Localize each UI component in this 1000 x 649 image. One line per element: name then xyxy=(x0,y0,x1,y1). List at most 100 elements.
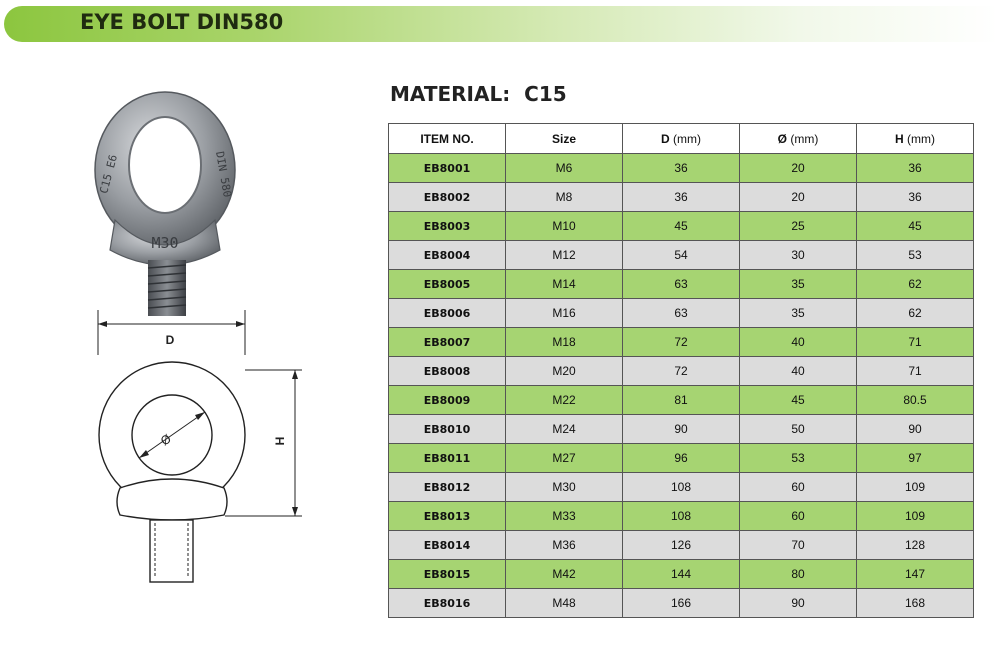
cell-size: M27 xyxy=(505,443,623,473)
cell-phi: 45 xyxy=(739,385,857,415)
page-title: EYE BOLT DIN580 xyxy=(80,10,284,34)
cell-phi: 25 xyxy=(739,211,857,241)
cell-d: 72 xyxy=(622,327,740,357)
cell-size: M16 xyxy=(505,298,623,328)
cell-h: 71 xyxy=(856,356,974,386)
cell-phi: 70 xyxy=(739,530,857,560)
table-header-row: ITEM NO. Size D (mm) Ø (mm) H (mm) xyxy=(388,123,974,154)
cell-h: 147 xyxy=(856,559,974,589)
cell-d: 108 xyxy=(622,501,740,531)
cell-h: 71 xyxy=(856,327,974,357)
cell-d: 90 xyxy=(622,414,740,444)
cell-size: M8 xyxy=(505,182,623,212)
cell-item-no: EB8006 xyxy=(388,298,506,328)
col-header-item-no: ITEM NO. xyxy=(388,123,506,154)
eye-bolt-drawing: D Ø H xyxy=(97,310,302,583)
cell-h: 168 xyxy=(856,588,974,618)
cell-phi: 50 xyxy=(739,414,857,444)
cell-size: M30 xyxy=(505,472,623,502)
cell-d: 166 xyxy=(622,588,740,618)
cell-size: M14 xyxy=(505,269,623,299)
cell-phi: 40 xyxy=(739,356,857,386)
cell-d: 72 xyxy=(622,356,740,386)
cell-size: M36 xyxy=(505,530,623,560)
col-header-h: H (mm) xyxy=(856,123,974,154)
photo-marking-shank: M30 xyxy=(151,234,178,252)
cell-item-no: EB8010 xyxy=(388,414,506,444)
cell-size: M6 xyxy=(505,153,623,183)
cell-size: M12 xyxy=(505,240,623,270)
dimension-phi-label: Ø xyxy=(158,432,174,449)
cell-h: 109 xyxy=(856,472,974,502)
eye-bolt-photo: M30 C15 E6 DIN 580 xyxy=(94,91,236,316)
cell-size: M22 xyxy=(505,385,623,415)
cell-h: 97 xyxy=(856,443,974,473)
cell-size: M48 xyxy=(505,588,623,618)
cell-size: M33 xyxy=(505,501,623,531)
cell-phi: 80 xyxy=(739,559,857,589)
dimension-h-label: H xyxy=(273,437,287,446)
cell-item-no: EB8008 xyxy=(388,356,506,386)
cell-h: 80.5 xyxy=(856,385,974,415)
cell-h: 90 xyxy=(856,414,974,444)
spec-table: ITEM NO. Size D (mm) Ø (mm) H (mm) EB800… xyxy=(388,123,974,618)
cell-phi: 35 xyxy=(739,298,857,328)
cell-item-no: EB8014 xyxy=(388,530,506,560)
cell-d: 108 xyxy=(622,472,740,502)
cell-phi: 40 xyxy=(739,327,857,357)
cell-d: 63 xyxy=(622,269,740,299)
cell-d: 45 xyxy=(622,211,740,241)
material-label: MATERIAL: xyxy=(390,82,511,106)
cell-d: 54 xyxy=(622,240,740,270)
cell-h: 53 xyxy=(856,240,974,270)
col-header-d: D (mm) xyxy=(622,123,740,154)
cell-d: 126 xyxy=(622,530,740,560)
col-header-phi: Ø (mm) xyxy=(739,123,857,154)
cell-h: 109 xyxy=(856,501,974,531)
material-value: C15 xyxy=(524,82,567,106)
cell-item-no: EB8004 xyxy=(388,240,506,270)
cell-phi: 30 xyxy=(739,240,857,270)
cell-size: M10 xyxy=(505,211,623,241)
cell-d: 63 xyxy=(622,298,740,328)
cell-h: 62 xyxy=(856,269,974,299)
cell-phi: 90 xyxy=(739,588,857,618)
material-line: MATERIAL: C15 xyxy=(390,82,567,106)
cell-item-no: EB8012 xyxy=(388,472,506,502)
cell-phi: 60 xyxy=(739,472,857,502)
cell-phi: 20 xyxy=(739,182,857,212)
cell-d: 81 xyxy=(622,385,740,415)
cell-d: 96 xyxy=(622,443,740,473)
cell-item-no: EB8016 xyxy=(388,588,506,618)
cell-size: M18 xyxy=(505,327,623,357)
cell-item-no: EB8011 xyxy=(388,443,506,473)
cell-size: M24 xyxy=(505,414,623,444)
cell-item-no: EB8005 xyxy=(388,269,506,299)
cell-phi: 35 xyxy=(739,269,857,299)
cell-d: 144 xyxy=(622,559,740,589)
cell-item-no: EB8013 xyxy=(388,501,506,531)
dimension-d-label: D xyxy=(166,333,175,347)
cell-size: M20 xyxy=(505,356,623,386)
cell-h: 45 xyxy=(856,211,974,241)
cell-h: 128 xyxy=(856,530,974,560)
col-header-size: Size xyxy=(505,123,623,154)
cell-item-no: EB8007 xyxy=(388,327,506,357)
cell-d: 36 xyxy=(622,182,740,212)
